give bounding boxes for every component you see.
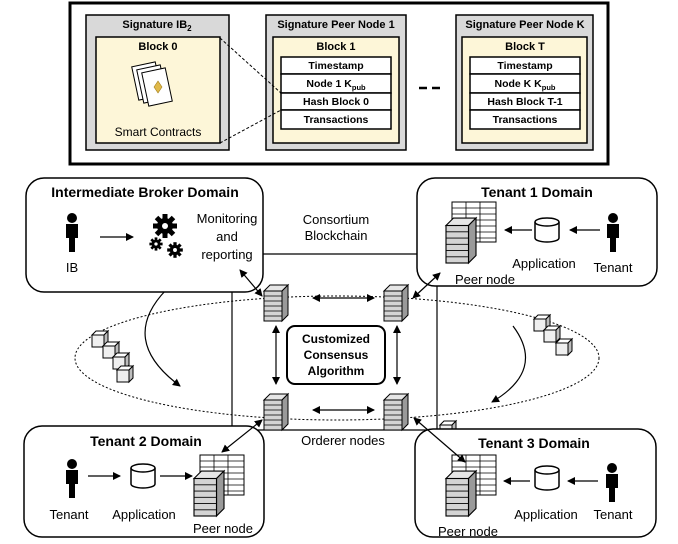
block-1-transactions: Transactions: [304, 114, 369, 126]
ib-domain-box: [25, 177, 264, 293]
tenant-3-tenant-label: Tenant: [593, 507, 632, 522]
consortium-label-line1: Consortium: [303, 212, 369, 227]
tenant-2-to-orderer-arrow: [221, 419, 263, 453]
tenant-1-application-label: Application: [512, 256, 576, 271]
tenant-3-to-orderer-arrow: [413, 417, 466, 463]
orderer-node-top-left: [263, 284, 289, 322]
monitoring-line3: reporting: [201, 247, 252, 262]
tenant-2-title: Tenant 2 Domain: [90, 433, 202, 449]
tenant-1-to-orderer-arrow: [412, 272, 441, 299]
tenant-1-database-icon: [534, 217, 560, 243]
block-1-hash: Hash Block 0: [303, 96, 369, 108]
block-1-node-key: Node 1 Kpub: [306, 78, 366, 92]
ring-arrow-left: [144, 289, 181, 387]
tenant-3-application-label: Application: [514, 507, 578, 522]
block-1-timestamp: Timestamp: [308, 60, 363, 72]
orderer-node-bottom-right: [383, 393, 409, 431]
signature-peer-k-label: Signature Peer Node K: [465, 19, 584, 31]
block-t-label: Block T: [505, 41, 545, 53]
block-t-timestamp: Timestamp: [497, 60, 552, 72]
block-t-node-key: Node K Kpub: [495, 78, 556, 92]
ib-to-orderer-arrow: [239, 269, 263, 297]
tenant-3-peer-label: Peer node: [438, 524, 498, 539]
tenant-1-peer-label: Peer node: [455, 272, 515, 287]
consensus-line2: Consensus: [304, 348, 369, 362]
contract-documents-icon: [131, 61, 173, 107]
tenant-2-tenant-label: Tenant: [49, 507, 88, 522]
tenant-2-application-label: Application: [112, 507, 176, 522]
tenant-2-database-icon: [130, 463, 156, 489]
signature-peer-1-label: Signature Peer Node 1: [277, 19, 394, 31]
orderer-node-bottom-left: [263, 393, 289, 431]
monitoring-line1: Monitoring: [197, 211, 258, 226]
block-link-line-bottom: [219, 109, 282, 144]
tenant-1-tenant-label: Tenant: [593, 260, 632, 275]
monitoring-line2: and: [216, 229, 238, 244]
tenant-1-title: Tenant 1 Domain: [481, 184, 593, 200]
ib-actor-label: IB: [66, 260, 78, 275]
ib-domain-title: Intermediate Broker Domain: [51, 184, 239, 200]
ring-blocks-right: [533, 314, 573, 356]
consensus-algorithm-box: [286, 325, 386, 385]
block-0-label: Block 0: [138, 41, 177, 53]
block-1-label: Block 1: [316, 41, 355, 53]
ring-blocks-left: [91, 330, 134, 383]
tenant-2-peer-label: Peer node: [193, 521, 253, 536]
tenant-3-database-icon: [534, 465, 560, 491]
smart-contracts-label: Smart Contracts: [115, 125, 202, 139]
signature-ib-label: Signature IB2: [122, 19, 192, 33]
consensus-line3: Algorithm: [308, 364, 365, 378]
orderer-node-top-right: [383, 284, 409, 322]
orderer-nodes-label: Orderer nodes: [301, 433, 385, 448]
ring-arrow-right: [491, 325, 527, 403]
consensus-line1: Customized: [302, 332, 370, 346]
block-t-hash: Hash Block T-1: [487, 96, 562, 108]
consortium-label-line2: Blockchain: [305, 228, 368, 243]
block-link-line-top: [219, 37, 282, 94]
tenant-3-title: Tenant 3 Domain: [478, 435, 590, 451]
block-t-transactions: Transactions: [493, 114, 558, 126]
